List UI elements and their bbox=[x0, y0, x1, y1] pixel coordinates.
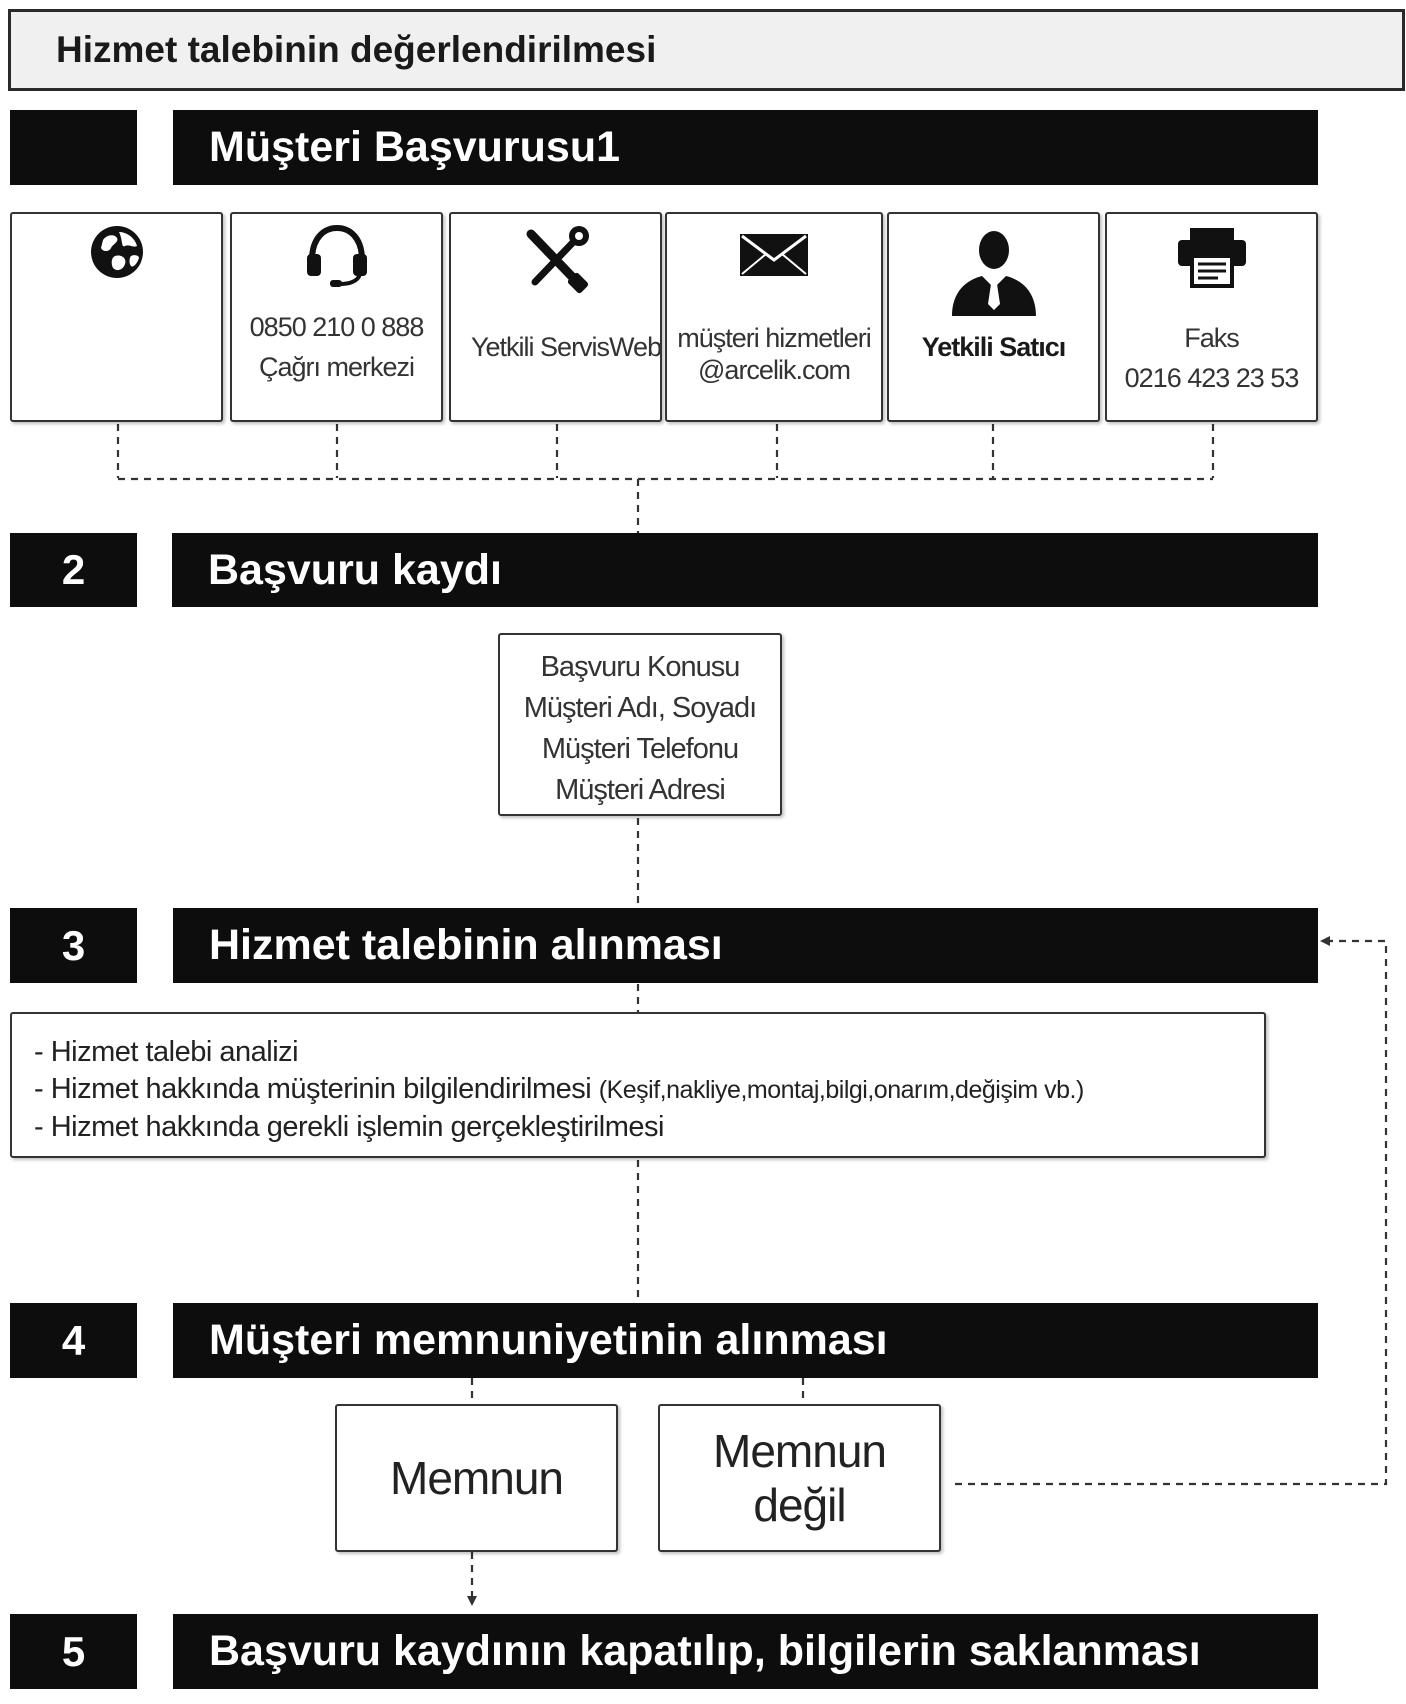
step-1-title: Müşteri Başvurusu1 bbox=[173, 110, 1318, 185]
step-2-title: Başvuru kaydı bbox=[172, 533, 1318, 607]
email-label-line1: müşteri hizmetleri bbox=[677, 323, 872, 353]
step-3-title: Hizmet talebinin alınması bbox=[173, 908, 1318, 983]
fax-number: 0216 423 23 53 bbox=[1124, 363, 1300, 393]
outcome-not-satisfied-line1: Memnun bbox=[713, 1425, 887, 1477]
diagram-title: Hizmet talebinin değerlendirilmesi bbox=[56, 29, 657, 70]
feedback-loop bbox=[955, 936, 1388, 1486]
envelope-icon bbox=[667, 232, 881, 278]
dealer-label: Yetkili Satıcı bbox=[921, 332, 1067, 362]
channel-fax: Faks 0216 423 23 53 bbox=[1105, 212, 1318, 422]
step-5-number: 5 bbox=[10, 1614, 137, 1689]
field-customer-address: Müşteri Adresi bbox=[555, 774, 726, 806]
step-2-number: 2 bbox=[10, 533, 137, 607]
service-item-inform: - Hizmet hakkında müşterinin bilgilendir… bbox=[34, 1073, 1085, 1105]
channel-website bbox=[10, 212, 223, 422]
channel-authorized-dealer: Yetkili Satıcı bbox=[887, 212, 1100, 422]
field-subject: Başvuru Konusu bbox=[540, 651, 741, 683]
outcome-not-satisfied-box: Memnun değil bbox=[658, 1404, 941, 1552]
service-steps-box: - Hizmet talebi analizi - Hizmet hakkınd… bbox=[10, 1012, 1266, 1158]
outcome-not-satisfied-line2: değil bbox=[753, 1479, 846, 1531]
diagram-header: Hizmet talebinin değerlendirilmesi bbox=[8, 9, 1405, 91]
step-4-title: Müşteri memnuniyetinin alınması bbox=[173, 1303, 1318, 1378]
fax-icon bbox=[1107, 226, 1316, 288]
service-item-perform: - Hizmet hakkında gerekli işlemin gerçek… bbox=[34, 1111, 664, 1143]
service-item-analysis: - Hizmet talebi analizi bbox=[34, 1036, 299, 1068]
outcome-satisfied-label: Memnun bbox=[390, 1452, 564, 1504]
tools-icon bbox=[451, 226, 660, 294]
step-4-number: 4 bbox=[10, 1303, 137, 1378]
step-5-title: Başvuru kaydının kapatılıp, bilgilerin s… bbox=[173, 1614, 1318, 1689]
person-icon bbox=[889, 226, 1098, 316]
email-label-line2: @arcelik.com bbox=[698, 355, 851, 385]
channel-call-center: 0850 210 0 888 Çağrı merkezi bbox=[230, 212, 443, 422]
field-customer-name: Müşteri Adı, Soyadı bbox=[523, 692, 757, 724]
channel-authorized-service: Yetkili ServisWeb Sitesi bbox=[449, 212, 729, 422]
call-center-phone: 0850 210 0 888 bbox=[249, 312, 425, 342]
step-1-number bbox=[10, 110, 137, 185]
registration-fields-box: Başvuru Konusu Müşteri Adı, Soyadı Müşte… bbox=[498, 633, 782, 816]
step-3-number: 3 bbox=[10, 908, 137, 983]
fax-label: Faks bbox=[1184, 323, 1240, 353]
service-item-inform-note: (Keşif,nakliye,montaj,bilgi,onarım,değiş… bbox=[598, 1076, 1085, 1104]
call-center-label: Çağrı merkezi bbox=[258, 352, 415, 382]
channel-email: müşteri hizmetleri @arcelik.com bbox=[665, 212, 883, 422]
headset-icon bbox=[232, 224, 441, 288]
globe-icon bbox=[12, 224, 221, 280]
outcome-satisfied-box: Memnun bbox=[335, 1404, 618, 1552]
field-customer-phone: Müşteri Telefonu bbox=[541, 733, 739, 765]
